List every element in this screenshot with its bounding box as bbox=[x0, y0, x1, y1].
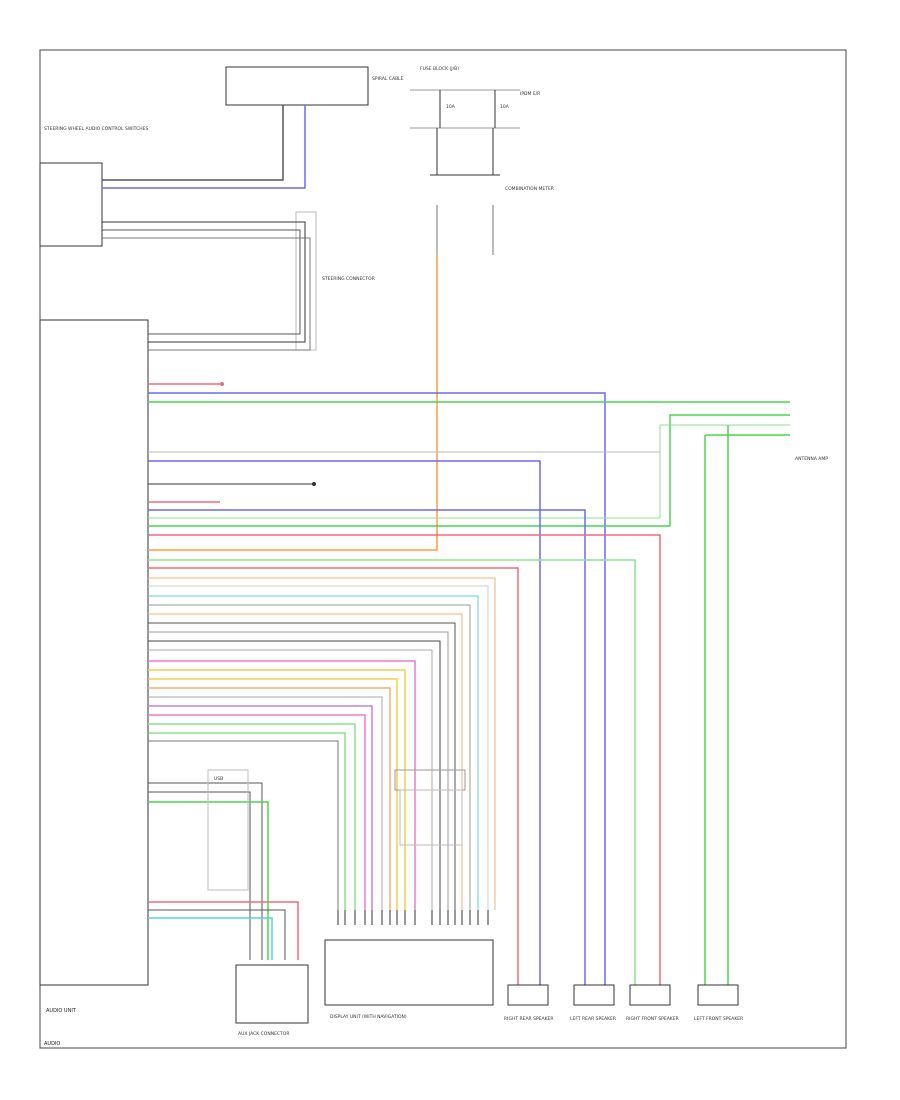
gray-wire-2 bbox=[148, 585, 489, 910]
lightorange-wire bbox=[148, 577, 496, 910]
left-rear-speaker: LEFT REAR SPEAKER bbox=[570, 984, 616, 1022]
right-front-speaker: RIGHT FRONT SPEAKER bbox=[626, 984, 679, 1022]
audio-unit: AUDIO UNIT bbox=[39, 319, 149, 1014]
combination-connector-label: COMBINATION METER bbox=[505, 186, 554, 192]
aux-shield bbox=[207, 769, 249, 891]
aux-black-2 bbox=[148, 791, 251, 960]
aux-black-1 bbox=[148, 782, 263, 960]
display-unit-label: DISPLAY UNIT (WITH NAVIGATION) bbox=[330, 1014, 407, 1020]
fuse-block-label: FUSE BLOCK (J/B) bbox=[420, 66, 459, 72]
gray-wire-4 bbox=[148, 631, 449, 910]
display-unit-connector: DISPLAY UNIT (WITH NAVIGATION) bbox=[324, 939, 494, 1020]
blue-wire-lr-2 bbox=[148, 509, 586, 985]
left-front-speaker: LEFT FRONT SPEAKER bbox=[694, 984, 743, 1022]
steering-connector-label: STEERING CONNECTOR bbox=[322, 276, 375, 282]
aux-jack-connector: AUX JACK CONNECTOR bbox=[235, 964, 309, 1037]
usb-label: USB bbox=[214, 776, 223, 782]
steering-bundle: STEERING CONNECTOR bbox=[102, 211, 375, 351]
green-wire-lf-3 bbox=[148, 424, 790, 519]
pink-wire bbox=[148, 660, 416, 910]
switch-wire-blue bbox=[102, 105, 306, 189]
cyan-wire-1 bbox=[148, 595, 479, 910]
spiral-cable-label: SPIRAL CABLE bbox=[372, 76, 404, 82]
gray-wire-6 bbox=[148, 696, 383, 910]
left-rear-label: LEFT REAR SPEAKER bbox=[570, 1016, 616, 1022]
red-wire-rf-2 bbox=[148, 534, 661, 985]
orange-power-wire bbox=[148, 255, 438, 551]
yellow-wire-2 bbox=[148, 678, 398, 910]
diagram-frame bbox=[39, 49, 847, 1049]
gray-wire-5 bbox=[148, 649, 433, 910]
fuse-block: FUSE BLOCK (J/B) 10A 10A IPDM E/R bbox=[410, 66, 540, 129]
aux-green bbox=[148, 801, 269, 960]
black-wire-bundle-2 bbox=[148, 640, 441, 910]
steering-switch-module: STEERING WHEEL AUDIO CONTROL SWITCHES bbox=[39, 126, 149, 247]
shield-bracket-2 bbox=[399, 789, 463, 846]
right-fuse-label: 10A bbox=[500, 104, 510, 110]
left-front-label: LEFT FRONT SPEAKER bbox=[694, 1016, 743, 1022]
gray-wire-7 bbox=[148, 740, 339, 910]
gray-wire-3 bbox=[148, 604, 471, 910]
spiral-cable-box: SPIRAL CABLE bbox=[225, 66, 404, 106]
green-wire-bundle bbox=[148, 732, 346, 910]
pink-wire-2 bbox=[148, 714, 366, 910]
aux-red bbox=[148, 901, 299, 960]
red-wire-rf bbox=[148, 567, 519, 985]
steering-switch-label: STEERING WHEEL AUDIO CONTROL SWITCHES bbox=[44, 126, 149, 132]
blue-wire-lr bbox=[148, 460, 541, 985]
aux-cyan bbox=[148, 917, 273, 960]
ipdm-label: IPDM E/R bbox=[520, 91, 540, 97]
lightgreen-wire bbox=[148, 723, 356, 910]
display-pins bbox=[337, 910, 489, 925]
green-wire-lf-2 bbox=[148, 414, 790, 527]
lightorange-wire-3 bbox=[148, 687, 391, 910]
right-rear-label: RIGHT REAR SPEAKER bbox=[504, 1016, 554, 1022]
left-fuse-label: 10A bbox=[446, 104, 456, 110]
green-wire-rf bbox=[148, 559, 636, 985]
antenna-label: ANTENNA AMP bbox=[795, 456, 828, 462]
aux-jack-label: AUX JACK CONNECTOR bbox=[238, 1031, 289, 1037]
yellow-wire-1 bbox=[148, 669, 406, 910]
right-rear-speaker: RIGHT REAR SPEAKER bbox=[504, 984, 554, 1022]
audio-unit-label: AUDIO UNIT bbox=[46, 1008, 77, 1014]
aux-black-3 bbox=[148, 909, 286, 960]
blue-wire-rr-1 bbox=[148, 392, 606, 985]
switch-wire-black bbox=[102, 105, 284, 181]
black-wire-bundle-1 bbox=[148, 622, 456, 910]
right-front-label: RIGHT FRONT SPEAKER bbox=[626, 1016, 679, 1022]
violet-wire bbox=[148, 705, 373, 910]
corner-label: AUDIO bbox=[44, 1041, 60, 1047]
